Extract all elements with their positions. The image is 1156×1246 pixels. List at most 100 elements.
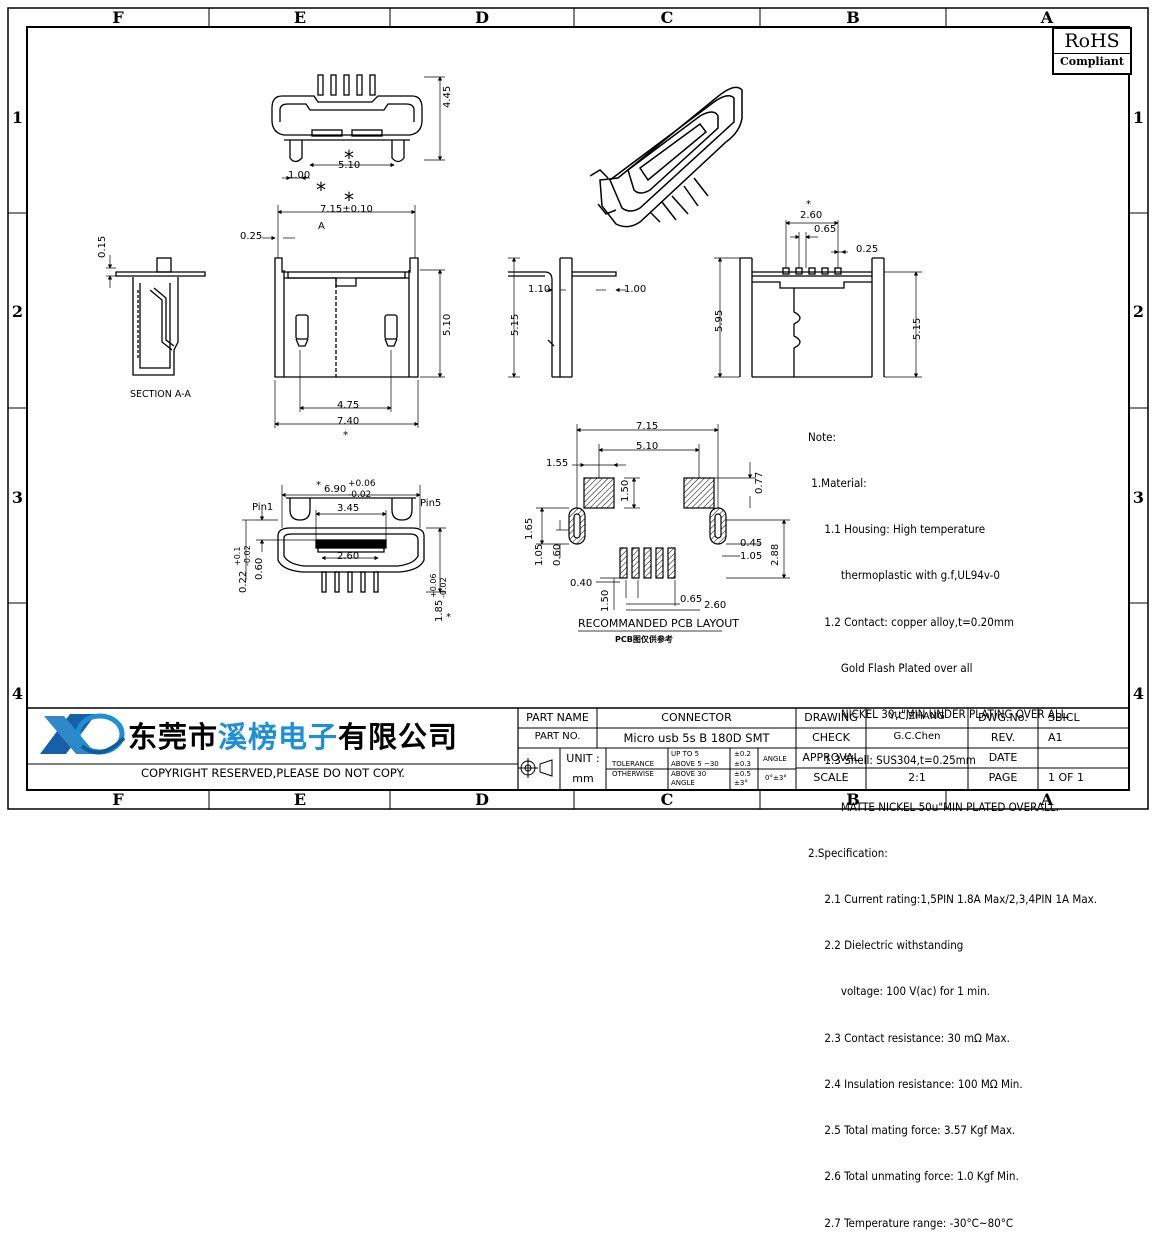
dim-pcb-a: 1.55 (546, 458, 569, 469)
date-label: DATE (988, 751, 1018, 764)
dim-pcb-c: 0.77 (754, 471, 765, 494)
pcb-layout-note: PCB图仅供参考 (615, 635, 673, 644)
angle-tolerance-value: ±3° (734, 779, 748, 787)
col-header-a: A (1040, 8, 1054, 27)
page-label: PAGE (988, 771, 1018, 784)
note-line: 2.5 Total mating force: 3.57 Kgf Max. (808, 1123, 1016, 1138)
unit-label: UNIT : (566, 752, 600, 765)
pcb-layout (568, 477, 727, 579)
col-header-b: B (846, 8, 860, 27)
dim-front-shell: 0.25 (240, 231, 263, 242)
dim-pcb-i: 2.88 (770, 543, 781, 566)
note-line: 2.2 Dielectric withstanding (808, 938, 964, 953)
note-line: 2.3 Contact resistance: 30 mΩ Max. (808, 1030, 1010, 1045)
pin1-label: Pin1 (252, 502, 274, 513)
scale-label: SCALE (813, 771, 849, 784)
dim-front-width: 7.15±0.10 (320, 204, 373, 215)
dim-pcb-k: 1.50 (600, 589, 611, 612)
note-line: 1.1 Housing: High temperature (808, 522, 986, 537)
pcb-layout-title: RECOMMANDED PCB LAYOUT (578, 617, 740, 630)
rohs-subtitle: Compliant (1054, 53, 1130, 70)
col-footer-f: F (112, 790, 124, 809)
dim-mating-inner: 3.45 (337, 503, 360, 514)
isometric-view (589, 86, 743, 228)
dim-front-height: 5.10 (442, 313, 453, 336)
engineering-drawing (7, 7, 1149, 810)
note-line: Note: (808, 429, 836, 444)
front-view (274, 257, 419, 378)
dim-pcb-g: 0.45 (740, 538, 763, 549)
note-line: 2.7 Temperature range: -30°C~80°C (808, 1215, 1014, 1230)
copyright-notice: COPYRIGHT RESERVED,PLEASE DO NOT COPY. (141, 766, 405, 780)
drawing-frame (7, 7, 1149, 810)
side-view (508, 257, 617, 378)
tolerance-range: ABOVE 5 ~30 (671, 760, 719, 768)
scale-value: 2:1 (908, 771, 926, 784)
dim-pcb-l: 0.65 (680, 594, 703, 605)
side-view-dims (508, 257, 626, 378)
col-footer-e: E (293, 790, 307, 809)
angle-tolerance: 0°±3° (765, 774, 787, 782)
section-marker-a: A (318, 221, 325, 232)
company-logo (40, 713, 126, 755)
front-view-dims (262, 205, 445, 428)
drawing-value: Y,C,ZHANG (889, 711, 945, 722)
dim-front-overall: 7.40 (337, 416, 360, 427)
dim-pcb-overall: 7.15 (636, 421, 659, 432)
dim-mating-h2: 0.22 (238, 570, 249, 593)
row-footer-2: 2 (1132, 302, 1145, 321)
dim-front-inner: 4.75 (337, 400, 360, 411)
row-footer-1: 1 (1132, 108, 1145, 127)
company-name-part: 有限公司 (338, 720, 459, 754)
col-header-f: F (112, 8, 124, 27)
dim-top-pin: 1.00 (288, 170, 311, 181)
dim-top-height: 4.45 (442, 85, 453, 108)
top-view (271, 74, 423, 163)
note-line: 1.Material: (808, 476, 867, 491)
page-value: 1 OF 1 (1048, 771, 1084, 784)
row-header-1: 1 (11, 108, 24, 127)
row-footer-3: 3 (1132, 488, 1145, 507)
tolerance-value: ±0.2 (734, 750, 751, 758)
dim-pcb-pad-span: 5.10 (636, 441, 659, 452)
angle-label-small: ANGLE (671, 779, 695, 787)
dim-pcb-b: 1.50 (620, 479, 631, 502)
tolerance-value: ±0.5 (734, 770, 751, 778)
dim-pcb-h: 1.05 (740, 551, 763, 562)
drawing-label: DRAWING (804, 711, 858, 724)
rohs-title: RoHS (1064, 30, 1120, 52)
tolerance-range: UP TO 5 (671, 750, 700, 758)
angle-header: ANGLE (763, 755, 787, 763)
rev-value: A1 (1048, 731, 1063, 744)
tolerance-label: TOLERANCE (612, 760, 655, 768)
row-header-3: 3 (11, 488, 24, 507)
note-line: 2.6 Total unmating force: 1.0 Kgf Min. (808, 1169, 1019, 1184)
star-mark: * (343, 430, 348, 441)
dim-mating-width-tol-dn: -0.02 (348, 490, 372, 500)
dim-mating-width-tol-up: +0.06 (348, 479, 376, 489)
rev-label: REV. (990, 731, 1016, 744)
col-header-c: C (660, 8, 674, 27)
col-footer-a: A (1040, 790, 1054, 809)
dim-top-width: 5.10 (338, 160, 361, 171)
notes-block: Note: 1.Material: 1.1 Housing: High temp… (808, 399, 1097, 1246)
top-view-dims (282, 76, 445, 181)
part-no-value: Micro usb 5s B 180D SMT (623, 731, 770, 745)
dim-pcb-e: 1.05 (534, 543, 545, 566)
star-mark: * (344, 188, 354, 212)
star-mark: * (316, 178, 326, 202)
mating-face-dims (242, 485, 446, 593)
rear-view (739, 257, 885, 378)
note-line: Gold Flash Plated over all (808, 660, 973, 675)
col-footer-c: C (660, 790, 674, 809)
section-label: SECTION A-A (130, 389, 191, 400)
dim-pcb-m: 2.60 (704, 600, 727, 611)
note-line: 2.1 Current rating:1,5PIN 1.8A Max/2,3,4… (808, 892, 1098, 906)
tolerance-range: ABOVE 30 (671, 770, 707, 778)
part-name-value: CONNECTOR (661, 711, 732, 724)
rear-view-dims (714, 220, 922, 378)
dim-mating-h3: 1.85 (434, 599, 445, 622)
dim-rear-height-2: 5.15 (912, 317, 923, 340)
star-mark: * (806, 199, 811, 210)
dim-side-a: 1.10 (528, 284, 551, 295)
